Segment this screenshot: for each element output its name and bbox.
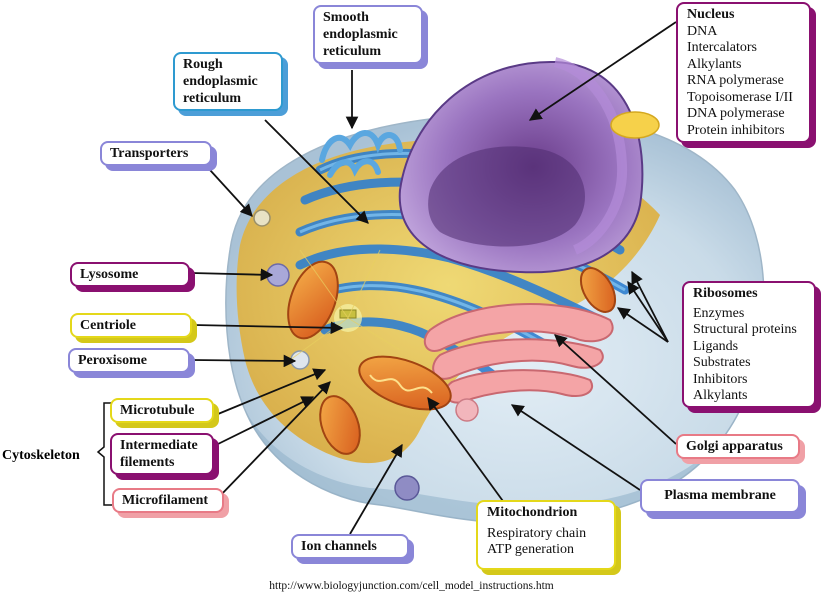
label-microtubule: Microtubule: [110, 398, 214, 423]
ribosomes-item: Alkylants: [693, 388, 748, 403]
smooth-er-shape: [319, 130, 403, 178]
mitochondrion-shape: [358, 355, 452, 411]
label-microfilament: Microfilament: [112, 488, 224, 513]
mitochondrion-title: Mitochondrion: [487, 505, 578, 520]
nucleus-item: DNA polymerase: [687, 106, 785, 121]
label-plasma-membrane: Plasma membrane: [640, 479, 800, 513]
nucleus-item: RNA polymerase: [687, 73, 784, 88]
ribosomes-list: Enzymes Structural proteins Ligands Subs…: [693, 306, 805, 405]
source-credit: http://www.biologyjunction.com/cell_mode…: [269, 580, 554, 592]
label-smooth-er: Smooth endoplasmic reticulum: [313, 5, 423, 64]
ribosomes-item: Enzymes: [693, 305, 745, 321]
mitochondrion-list: Respiratory chain ATP generation: [487, 526, 605, 559]
mitochondrion-item: ATP generation: [487, 542, 574, 557]
nucleus-item: DNA: [687, 23, 718, 39]
ribosomes-item: Structural proteins: [693, 322, 797, 337]
nucleus-title: Nucleus: [687, 7, 735, 22]
nucleus-box: Nucleus DNA Intercalators Alkylants RNA …: [676, 2, 811, 143]
label-lysosome: Lysosome: [70, 262, 190, 287]
ribosomes-box: Ribosomes Enzymes Structural proteins Li…: [682, 281, 816, 408]
label-ion-channels: Ion channels: [291, 534, 409, 559]
mitochondrion-cristae: [369, 374, 433, 394]
label-golgi: Golgi apparatus: [676, 434, 800, 459]
mitochondrion-left-shape: [287, 260, 339, 340]
ribosomes-title: Ribosomes: [693, 286, 758, 301]
label-rough-er: Rough endoplasmic reticulum: [173, 52, 283, 111]
nucleus-item: Alkylants: [687, 56, 742, 72]
vesicle-yellow-shape: [610, 111, 660, 139]
label-transporters: Transporters: [100, 141, 212, 166]
pointer-lines: [191, 21, 677, 535]
golgi-shape: [423, 303, 614, 404]
cytoskeleton-bracket: [96, 402, 112, 506]
label-intermediate-filaments: Intermediate filements: [110, 433, 214, 475]
cell-rim-shape: [245, 410, 740, 523]
ribosomes-item: Substrates: [693, 355, 751, 370]
mitochondrion-lower-shape: [319, 395, 361, 455]
nucleolus-shape: [428, 146, 585, 247]
vesicle-pink-shape: [455, 398, 479, 422]
nucleus-list: DNA Intercalators Alkylants RNA polymera…: [687, 24, 800, 140]
mitochondrion-item: Respiratory chain: [487, 525, 587, 541]
ribosomes-item: Ligands: [693, 338, 739, 354]
transporter-shape: [253, 209, 271, 227]
label-centriole: Centriole: [70, 313, 192, 338]
mitochondrion-right-shape: [579, 267, 617, 313]
label-peroxisome: Peroxisome: [68, 348, 190, 373]
label-cytoskeleton: Cytoskeleton: [2, 448, 80, 463]
ribosomes-item: Inhibitors: [693, 371, 748, 387]
vesicle-purple-shape: [394, 475, 420, 501]
nuclear-envelope-cut: [553, 57, 628, 255]
microtubule-rays: [289, 249, 401, 361]
nucleus-item: Protein inhibitors: [687, 122, 785, 138]
mitochondrion-box: Mitochondrion Respiratory chain ATP gene…: [476, 500, 616, 570]
nucleus-item: Intercalators: [687, 40, 757, 55]
nucleus-item: Topoisomerase I/II: [687, 89, 793, 105]
peroxisome-shape: [290, 350, 310, 370]
